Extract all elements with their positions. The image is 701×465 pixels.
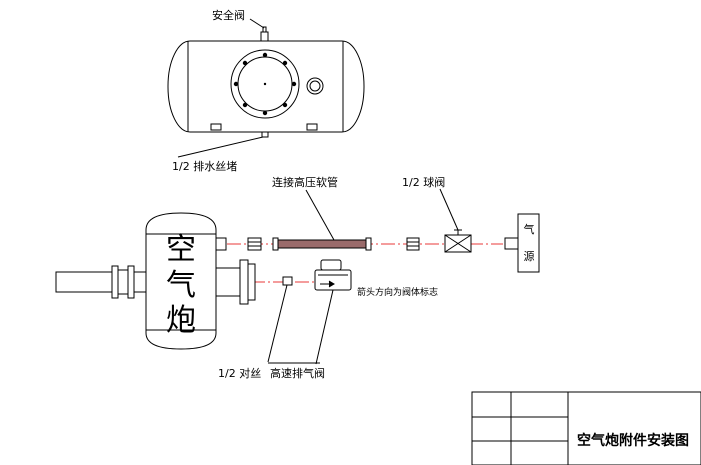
drawing-title: 空气炮附件安装图 (577, 433, 689, 449)
air-source-char-2: 源 (523, 250, 535, 263)
high-pressure-hose (272, 237, 372, 251)
exhaust-valve-icon (314, 259, 352, 291)
tank-foot-right (306, 123, 318, 131)
air-source-char-1: 气 (523, 223, 535, 236)
hose-leader (305, 189, 335, 241)
air-source-inlet (504, 237, 519, 250)
cannon-char-1: 空 (166, 232, 196, 267)
air-cannon-vessel (145, 212, 217, 350)
drain-plug-leader (177, 136, 264, 158)
hose-label: 连接高压软管 (272, 176, 338, 189)
upper-stub (215, 237, 227, 251)
outlet-pipe (55, 265, 147, 299)
cannon-char-3: 炮 (166, 303, 196, 338)
half-thread-label: 1/2 对丝 (218, 367, 262, 380)
air-source-box (517, 213, 540, 273)
arrow-note-label: 箭头方向为阀体标志 (357, 288, 439, 298)
drain-plug-icon (261, 131, 269, 138)
drain-plug-label: 1/2 排水丝堵 (172, 160, 238, 173)
ball-valve-icon (444, 229, 472, 253)
half-thread-leader (267, 284, 288, 363)
cannon-flange (215, 259, 256, 305)
tank-foot-left (210, 123, 222, 131)
safety-valve-label: 安全阀 (212, 9, 245, 22)
union-fitting-icon (247, 237, 262, 251)
exhaust-valve-leader (315, 289, 334, 365)
cannon-char-2: 气 (166, 268, 196, 303)
manhole-icon (230, 49, 300, 119)
exhaust-valve-label: 高速排气阀 (270, 367, 325, 380)
safety-valve-leader (249, 18, 265, 29)
union-fitting-2-icon (406, 237, 420, 251)
ball-valve-leader (439, 188, 459, 231)
half-thread-icon (282, 276, 293, 286)
safety-valve-icon (260, 26, 269, 42)
ball-valve-label: 1/2 球阀 (402, 176, 446, 189)
title-block (471, 391, 701, 465)
port-icon (306, 77, 324, 95)
